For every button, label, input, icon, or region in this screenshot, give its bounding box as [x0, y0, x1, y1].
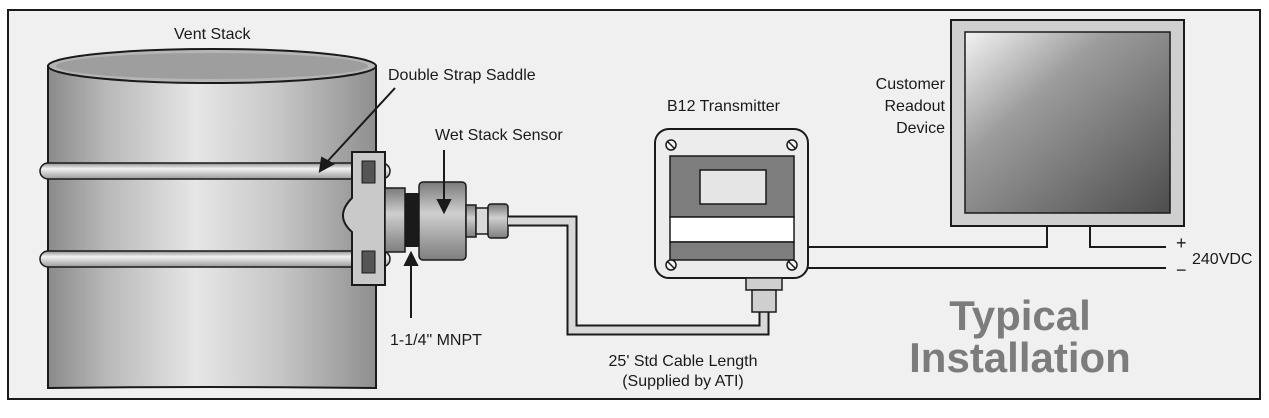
title-typical: Typical [949, 292, 1091, 339]
label-b12-transmitter: B12 Transmitter [667, 98, 781, 115]
label-cable-supplier: (Supplied by ATI) [622, 373, 744, 390]
strap-rods [39, 162, 391, 268]
vent-stack-pipe [47, 48, 377, 390]
power-wiring [808, 226, 1166, 269]
label-cable-length: 25' Std Cable Length [609, 353, 758, 370]
label-customer-readout-line1: Customer [876, 76, 946, 93]
double-strap-saddle [342, 151, 386, 286]
label-voltage: 240VDC [1192, 251, 1252, 268]
label-plus: + [1176, 233, 1187, 253]
label-customer-readout-line2: Readout [885, 98, 946, 115]
label-minus: − [1176, 260, 1187, 280]
label-customer-readout-line3: Device [896, 120, 945, 137]
leader-arrows [318, 87, 452, 318]
b12-transmitter [654, 128, 809, 313]
label-wet-stack-sensor: Wet Stack Sensor [435, 127, 563, 144]
label-vent-stack: Vent Stack [174, 26, 251, 43]
customer-readout-device [950, 19, 1185, 227]
label-mnpt: 1-1/4" MNPT [390, 332, 482, 349]
label-double-strap-saddle: Double Strap Saddle [388, 67, 536, 84]
transmitter-screws [665, 139, 798, 271]
wet-stack-sensor [384, 181, 509, 261]
title-installation: Installation [909, 334, 1131, 381]
